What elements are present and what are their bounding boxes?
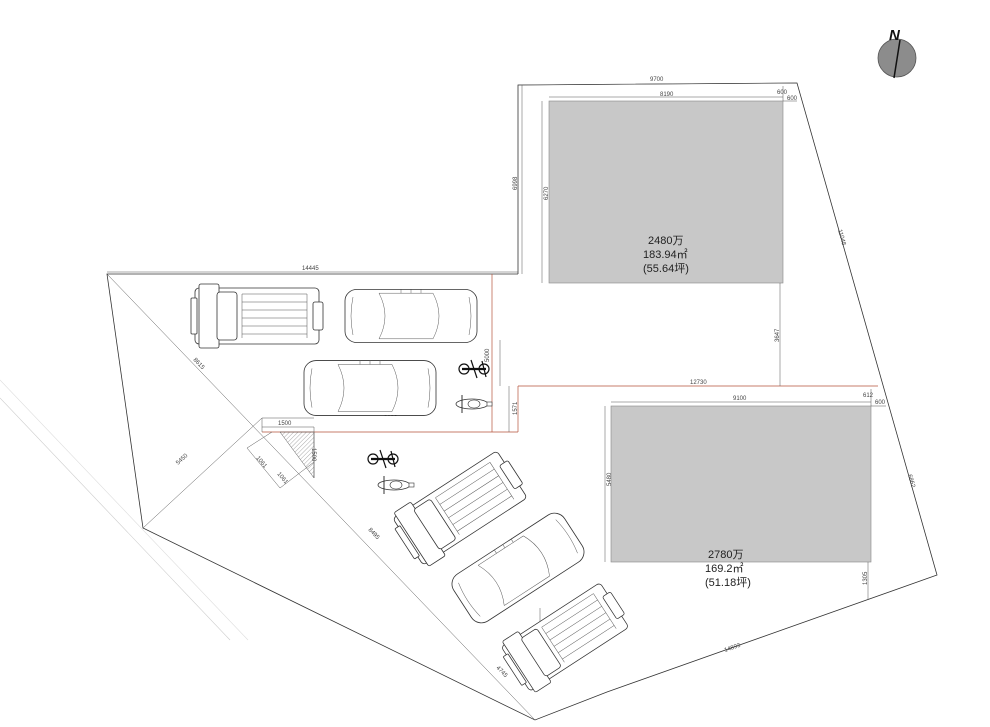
dim-lot2-width: 9100 [733, 396, 747, 402]
motorcycle-icon [455, 394, 493, 414]
dim-lot2-height: 5480 [607, 472, 613, 486]
car-icon [303, 360, 437, 416]
dim-bottom-diag: 14893 [724, 643, 742, 654]
lot-1-area: 183.94㎡ [643, 248, 688, 261]
north-arrow-icon: N [877, 27, 917, 79]
dim-corner-a: 1061 [254, 455, 268, 470]
lot-1-price: 2480万 [648, 235, 683, 247]
dim-lot1-gap-right: 600 [787, 96, 798, 102]
dim-gap-1571: 1571 [513, 401, 519, 415]
dim-driveway-depth: 5000 [485, 348, 491, 362]
dim-lot2-gap-top: 612 [863, 393, 874, 399]
bicycle-icon [366, 448, 400, 470]
road-lines [0, 379, 249, 641]
north-label: N [889, 27, 901, 44]
dim-corner-b: 1061 [275, 471, 289, 486]
dim-lot2-gap-right: 600 [875, 400, 886, 406]
dim-lot-gap: 3647 [775, 328, 781, 342]
dim-side-1500b: 1500 [310, 448, 316, 462]
dim-side-1500a: 1500 [278, 421, 292, 427]
motorcycle-icon [377, 475, 415, 495]
dim-left-diag-lower: 8495 [367, 527, 381, 541]
lot-1 [548, 100, 784, 284]
dim-bottom-corner: 4745 [495, 665, 509, 679]
dim-top-width: 9700 [650, 77, 664, 83]
lot-1-tsubo: (55.64坪) [643, 262, 689, 275]
dim-lot1-width: 8190 [660, 92, 674, 98]
dim-right-diag-upper: 11048 [836, 229, 846, 247]
dim-lot1-gap-top: 600 [777, 90, 788, 96]
lot-2-tsubo: (51.18坪) [705, 576, 751, 589]
dim-mid-width: 12730 [690, 380, 707, 386]
dim-road-width: 14445 [302, 266, 319, 272]
lot-2-price: 2780万 [708, 549, 743, 561]
dim-left-height-upper: 6998 [513, 176, 519, 190]
lot-2-area: 169.2㎡ [705, 562, 744, 575]
car-icon [344, 288, 478, 344]
dim-right-diag-lower: 6862 [906, 474, 916, 489]
dim-lower-gap: 1305 [863, 571, 869, 585]
dim-far-diag: 5450 [175, 453, 189, 467]
car-icon [190, 283, 324, 349]
lot-2 [610, 405, 872, 563]
dim-lot1-height: 6270 [544, 186, 550, 200]
corner-hatch-icon [279, 431, 315, 479]
